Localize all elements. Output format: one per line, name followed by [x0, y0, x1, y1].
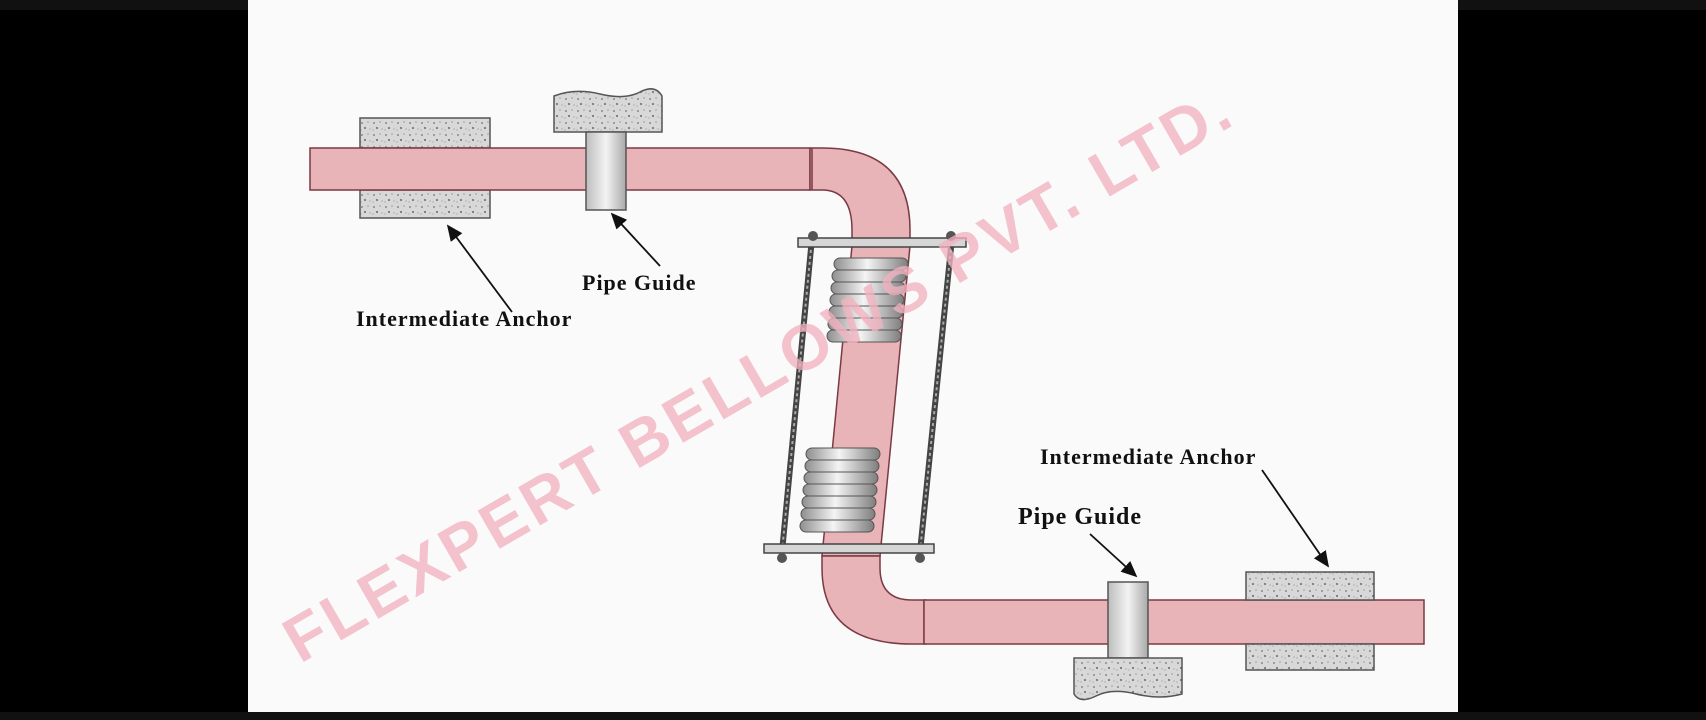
top-anchor-block-lower	[359, 189, 491, 219]
top-flange-nut-left	[808, 231, 818, 241]
bottom-elbow	[821, 555, 927, 645]
bottom-anchor-arrow	[1261, 469, 1330, 568]
bottom-guide-label: Pipe Guide	[1018, 504, 1142, 530]
bottom-flange-plate	[763, 543, 935, 554]
bottom-anchor-block-lower	[1245, 643, 1375, 671]
top-guide-label: Pipe Guide	[582, 270, 697, 295]
bottom-flange-nut-right	[915, 553, 925, 563]
upper-bellows	[826, 257, 909, 343]
bottom-anchor-label: Intermediate Anchor	[1040, 444, 1256, 469]
frame-left	[0, 0, 248, 720]
top-elbow	[809, 147, 911, 247]
top-pipe-guide	[585, 131, 627, 211]
tie-rod-left-thread	[781, 237, 813, 553]
top-anchor-block-upper	[359, 117, 491, 149]
top-anchor-arrow	[446, 224, 513, 313]
top-guide-arrow	[610, 212, 661, 267]
frame-bottom	[0, 712, 1706, 720]
bottom-guide-arrow	[1089, 533, 1138, 578]
tie-rod-right-thread	[919, 237, 953, 553]
top-anchor-label: Intermediate Anchor	[356, 306, 572, 331]
frame-right	[1458, 0, 1706, 720]
top-guide-support	[553, 88, 663, 133]
bottom-flange-nut-left	[777, 553, 787, 563]
bottom-pipe-guide	[1107, 581, 1149, 659]
bottom-pipe	[923, 599, 1425, 645]
top-flange-plate	[797, 237, 967, 248]
lower-bellows	[799, 447, 881, 533]
bottom-anchor-block-upper	[1245, 571, 1375, 601]
bottom-guide-support	[1073, 657, 1183, 701]
top-pipe	[309, 147, 811, 191]
expansion-joint-assembly	[763, 231, 967, 563]
top-flange-nut-right	[946, 231, 956, 241]
